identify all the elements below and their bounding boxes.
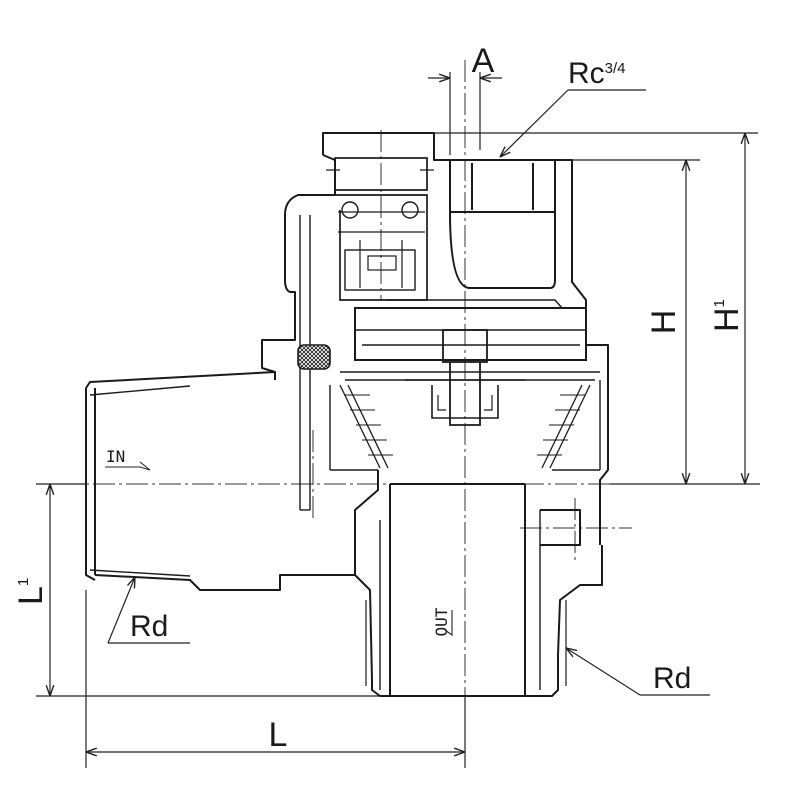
- rc-label: Rc3/4: [568, 57, 626, 90]
- valve-body: [85, 132, 609, 697]
- out-flow-label: OUT: [432, 607, 451, 636]
- rd-left-label: Rd: [130, 610, 168, 643]
- in-flow-label: IN: [106, 447, 125, 466]
- dimension-lines: [36, 72, 760, 768]
- h1-subscript: 1: [711, 299, 728, 307]
- l1-subscript: 1: [15, 578, 32, 586]
- dimension-l-label: L: [269, 716, 288, 754]
- diaphragm-assembly: [339, 299, 600, 469]
- rc-fraction: 3/4: [605, 60, 626, 77]
- center-lines: [60, 60, 632, 765]
- rd-right-label: Rd: [653, 662, 691, 695]
- pilot-mechanism: [299, 157, 434, 511]
- dimension-a-label: A: [472, 42, 495, 80]
- dimension-l1-label: L1: [12, 578, 50, 605]
- dimension-h-label: H: [645, 310, 683, 335]
- knurled-knob: [297, 344, 331, 370]
- dimension-h1-label: H1: [708, 299, 746, 332]
